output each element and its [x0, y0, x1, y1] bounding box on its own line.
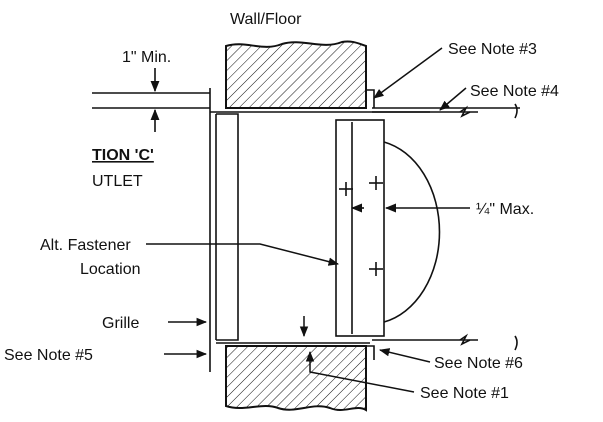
note1-label: See Note #1 — [420, 385, 509, 402]
alt-fastener-label-line2: Location — [80, 261, 141, 278]
damper-blade — [335, 119, 441, 337]
upper-wall-block — [225, 40, 367, 109]
quarter-max-label: ¼" Max. — [476, 201, 534, 218]
min-gap-label: 1" Min. — [122, 49, 171, 66]
wall-floor-label: Wall/Floor — [230, 11, 302, 28]
lower-wall-block — [225, 345, 367, 412]
alt-fastener-label-line1: Alt. Fastener — [40, 237, 131, 254]
outlet-duct — [92, 88, 520, 372]
note3-label: See Note #3 — [448, 41, 537, 58]
leader-lines — [146, 47, 467, 393]
note6-label: See Note #6 — [434, 355, 523, 372]
grille-label: Grille — [102, 315, 139, 332]
section-title: TION 'C' — [92, 147, 154, 164]
section-subtitle: UTLET — [92, 173, 143, 190]
note5-label: See Note #5 — [4, 347, 93, 364]
note4-label: See Note #4 — [470, 83, 559, 100]
